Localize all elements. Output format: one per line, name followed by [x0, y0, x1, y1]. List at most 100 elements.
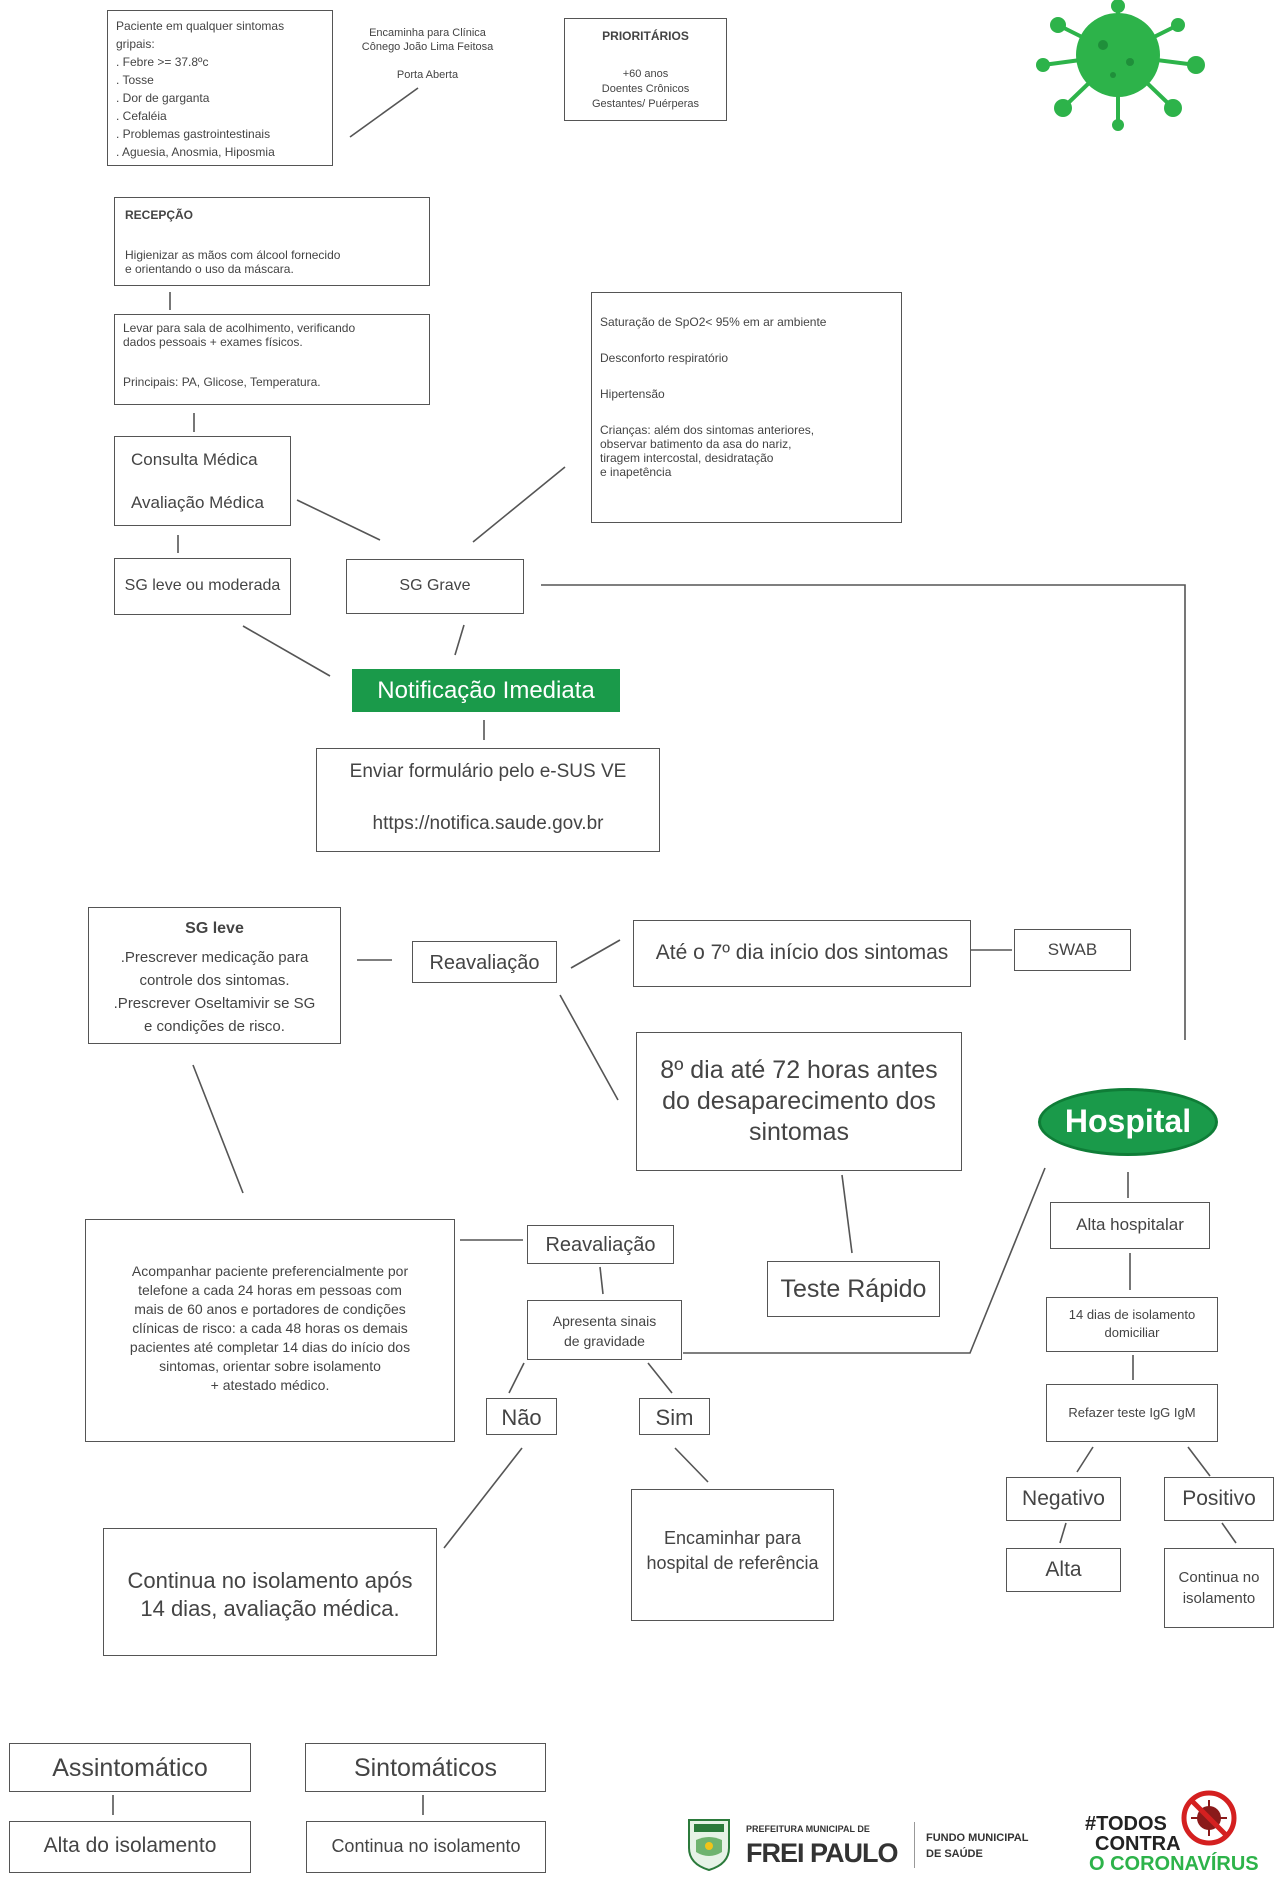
release-isolation-box: Alta do isolamento	[9, 1821, 251, 1873]
day8-line: do desaparecimento dos	[662, 1087, 936, 1115]
symptomatic-box: Sintomáticos	[305, 1743, 546, 1792]
continue-isolation-label: Continua no isolamento	[331, 1836, 521, 1856]
symptomatic-label: Sintomáticos	[353, 1754, 498, 1782]
pref-label: PREFEITURA MUNICIPAL DE	[746, 1824, 870, 1834]
home-isolation-box: 14 dias de isolamento domiciliar	[1046, 1297, 1218, 1352]
follow-line: clínicas de risco: a cada 48 horas os de…	[132, 1320, 408, 1336]
no-label: Não	[501, 1405, 542, 1430]
reevaluation-label: Reavaliação	[545, 1234, 656, 1256]
sg-mild-box: SG leve ou moderada	[114, 558, 291, 615]
frei-paulo-logo: PREFEITURA MUNICIPAL DE FREI PAULO FUNDO…	[686, 1814, 1086, 1874]
symptoms-line: . Dor de garganta	[116, 91, 210, 105]
footer-divider	[914, 1822, 915, 1868]
sg-severe-label: SG Grave	[399, 577, 471, 594]
day8-box: 8º dia até 72 horas antes do desaparecim…	[636, 1032, 962, 1171]
follow-line: pacientes até completar 14 dias do iníci…	[129, 1339, 411, 1355]
sg-leve-title: SG leve	[185, 920, 244, 937]
reevaluation-box-1: Reavaliação	[412, 941, 557, 983]
symptoms-line: . Aguesia, Anosmia, Hiposmia	[116, 145, 275, 159]
follow-line: sintomas, orientar sobre isolamento	[159, 1358, 381, 1374]
negative-label: Negativo	[1022, 1487, 1105, 1510]
severity-line: Apresenta sinais	[552, 1313, 657, 1329]
refer-line: hospital de referência	[646, 1553, 819, 1573]
follow-box: Acompanhar paciente preferencialmente po…	[85, 1219, 455, 1442]
swab-label: SWAB	[1047, 940, 1098, 959]
symptoms-line: Paciente em qualquer sintomas	[116, 19, 285, 33]
until7-label: Até o 7º dia início dos sintomas	[655, 941, 949, 964]
retest-label: Refazer teste IgG IgM	[1068, 1405, 1196, 1420]
discharge-box: Alta hospitalar	[1050, 1202, 1210, 1249]
follow-line: Acompanhar paciente preferencialmente po…	[131, 1263, 409, 1279]
consult-line: Avaliação Médica	[131, 493, 264, 512]
reevaluation-box-2: Reavaliação	[527, 1225, 674, 1264]
priority-title: PRIORITÁRIOS	[602, 29, 689, 43]
notification-label: Notificação Imediata	[377, 677, 595, 704]
day8-line: sintomas	[748, 1118, 850, 1146]
coronavirus-icon	[1036, 0, 1205, 131]
welcome-line: dados pessoais + exames físicos.	[123, 335, 303, 349]
continue14-box: Continua no isolamento após 14 dias, ava…	[103, 1528, 437, 1656]
campaign-logo: #TODOS CONTRA O CORONAVÍRUS	[1085, 1790, 1274, 1877]
form-box: Enviar formulário pelo e-SUS VE https://…	[316, 748, 660, 852]
consult-box: Consulta Médica Avaliação Médica	[114, 436, 291, 526]
priority-line: +60 anos	[622, 68, 669, 80]
welcome-box: Levar para sala de acolhimento, verifica…	[114, 314, 430, 405]
follow-line: mais de 60 anos e portadores de condiçõe…	[134, 1301, 406, 1317]
referral-line: Encaminha para Clínica	[369, 27, 486, 39]
reception-title: RECEPÇÃO	[125, 208, 194, 222]
severity-box: Apresenta sinais de gravidade	[527, 1300, 682, 1360]
no-virus-icon	[1181, 1790, 1237, 1846]
sg-mild-label: SG leve ou moderada	[124, 577, 281, 594]
municipal-crest-icon	[688, 1819, 730, 1872]
sg-leve-line: e condições de risco.	[144, 1018, 285, 1035]
priority-box: PRIORITÁRIOS +60 anos Doentes Crônicos G…	[564, 18, 727, 121]
severe-sign-line: tiragem intercostal, desidratação	[600, 451, 774, 465]
alta-label: Alta	[1045, 1558, 1082, 1581]
severe-signs-box: Saturação de SpO2< 95% em ar ambiente De…	[591, 292, 902, 523]
campaign-line: CONTRA	[1095, 1833, 1181, 1855]
symptoms-line: . Febre >= 37.8ºc	[116, 55, 209, 69]
sg-severe-box: SG Grave	[346, 559, 524, 614]
form-line: Enviar formulário pelo e-SUS VE	[349, 761, 627, 782]
priority-line: Gestantes/ Puérperas	[591, 98, 699, 110]
continue-no-line: Continua no	[1178, 1569, 1260, 1586]
fund-label: FUNDO MUNICIPAL	[926, 1832, 1029, 1844]
severity-line: de gravidade	[564, 1333, 645, 1349]
no-box: Não	[486, 1398, 557, 1435]
symptoms-line: gripais:	[116, 37, 155, 51]
reevaluation-label: Reavaliação	[429, 952, 540, 974]
form-url: https://notifica.saude.gov.br	[372, 813, 604, 834]
yes-box: Sim	[639, 1398, 710, 1435]
consult-line: Consulta Médica	[131, 450, 258, 469]
priority-line: Doentes Crônicos	[601, 83, 690, 95]
severe-sign-line: Saturação de SpO2< 95% em ar ambiente	[600, 315, 827, 329]
sg-leve-line: .Prescrever medicação para	[120, 949, 309, 966]
asymptomatic-label: Assintomático	[52, 1754, 208, 1782]
home-isolation-line: domiciliar	[1104, 1325, 1160, 1340]
campaign-line: #TODOS	[1085, 1813, 1167, 1835]
rapid-test-box: Teste Rápido	[767, 1261, 940, 1317]
continue14-line: 14 dias, avaliação médica.	[140, 1596, 400, 1621]
reception-box: RECEPÇÃO Higienizar as mãos com álcool f…	[114, 197, 430, 286]
release-isolation-label: Alta do isolamento	[43, 1834, 217, 1857]
rapid-test-label: Teste Rápido	[780, 1275, 927, 1303]
follow-line: telefone a cada 24 horas em pessoas com	[138, 1282, 402, 1298]
sg-leve-line: controle dos sintomas.	[139, 972, 290, 989]
retest-box: Refazer teste IgG IgM	[1046, 1384, 1218, 1442]
hospital-badge: Hospital	[1038, 1088, 1218, 1156]
day8-line: 8º dia até 72 horas antes	[660, 1056, 938, 1084]
reception-line: e orientando o uso da máscara.	[125, 262, 294, 276]
symptoms-line: . Problemas gastrointestinais	[116, 127, 271, 141]
home-isolation-line: 14 dias de isolamento	[1068, 1307, 1196, 1322]
severe-sign-line: Hipertensão	[600, 387, 665, 401]
reception-line: Higienizar as mãos com álcool fornecido	[125, 248, 341, 262]
refer-hospital-box: Encaminhar para hospital de referência	[631, 1489, 834, 1621]
severe-sign-line: Desconforto respiratório	[600, 351, 729, 365]
campaign-line: O CORONAVÍRUS	[1089, 1853, 1259, 1875]
referral-text: Encaminha para Clínica Cônego João Lima …	[355, 26, 500, 82]
continue14-line: Continua no isolamento após	[127, 1568, 413, 1593]
yes-label: Sim	[655, 1405, 694, 1430]
until7-box: Até o 7º dia início dos sintomas	[633, 920, 971, 987]
city-label: FREI PAULO	[746, 1838, 898, 1868]
symptoms-line: . Tosse	[116, 73, 154, 87]
